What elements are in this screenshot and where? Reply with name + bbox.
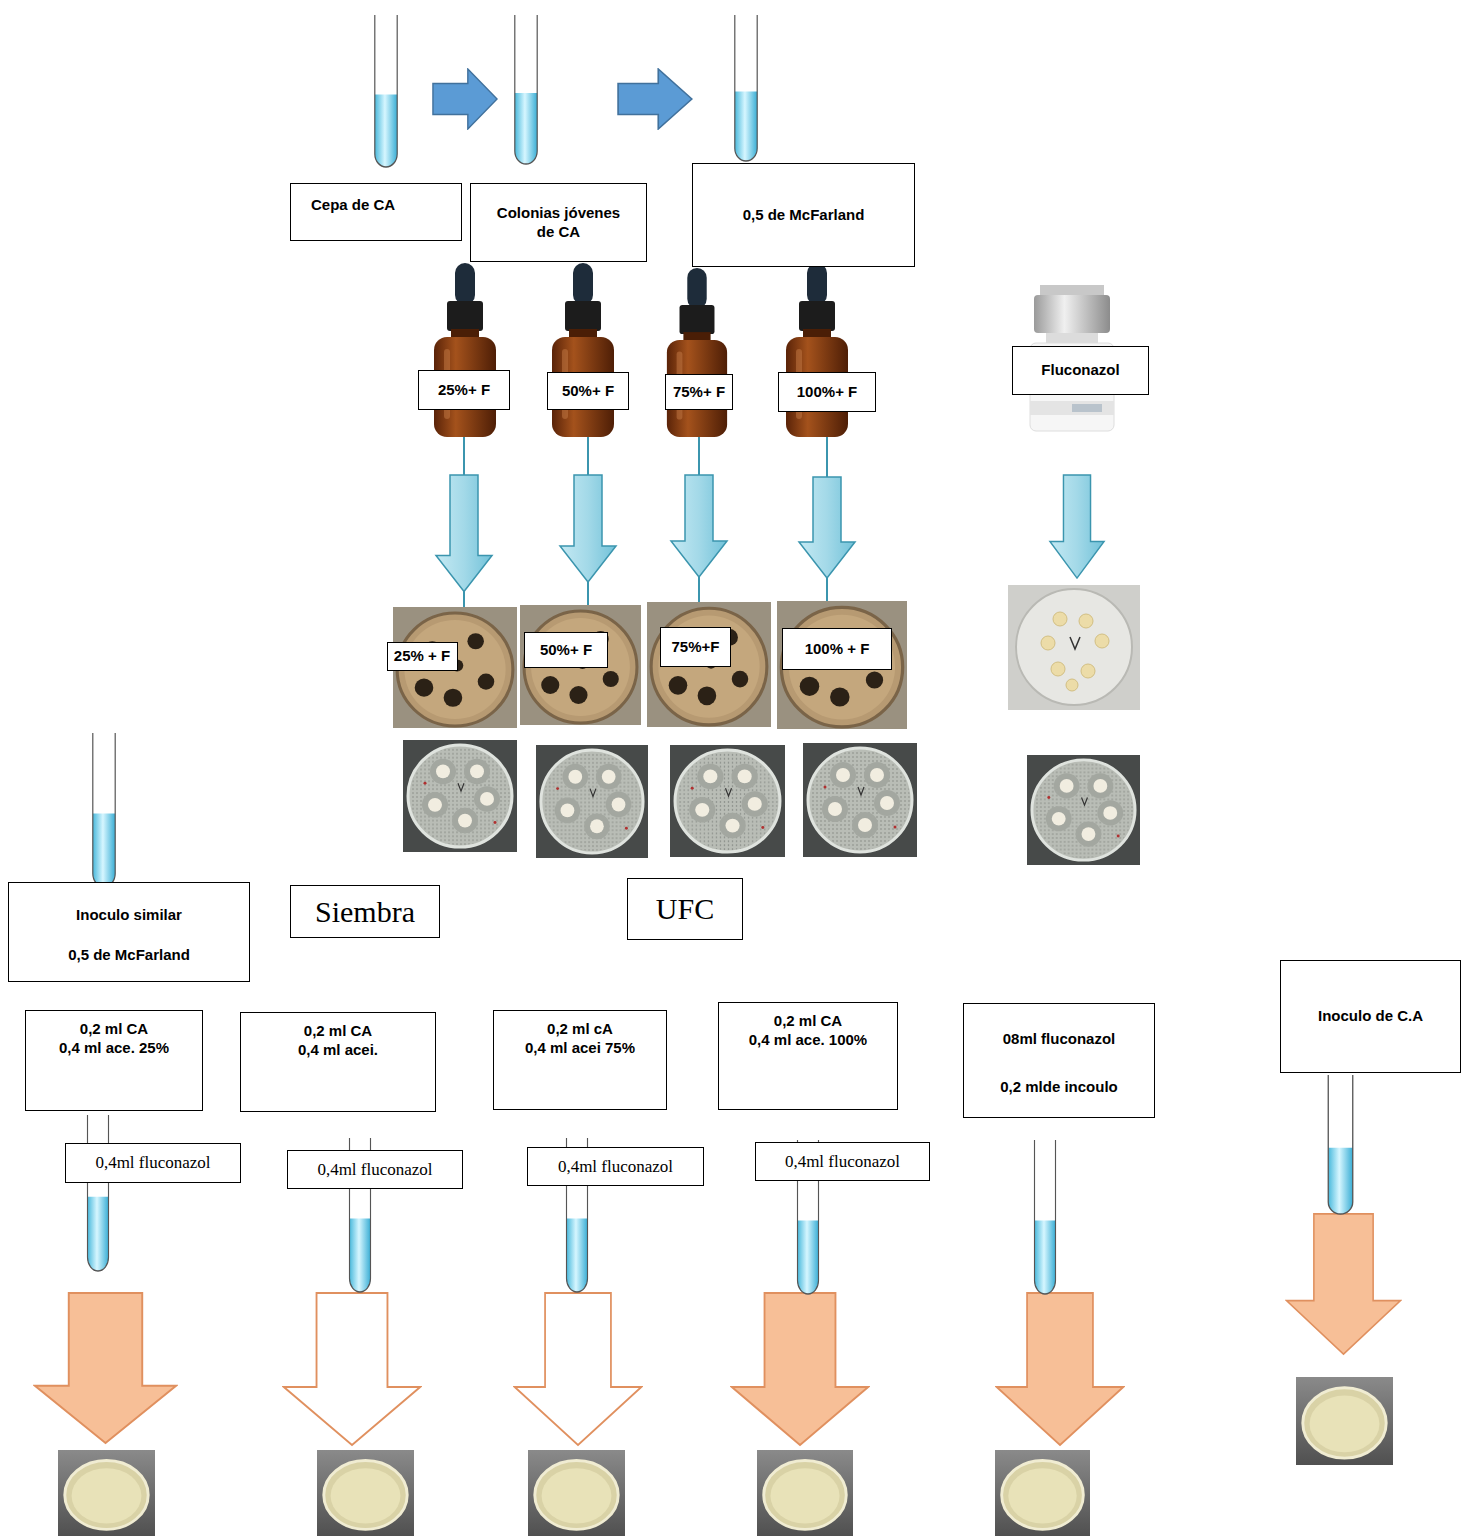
node-text: Siembra (315, 895, 415, 929)
node-text: Fluconazol (1041, 361, 1119, 380)
node-text: 0,2 ml cA (547, 1020, 613, 1039)
process-box: 0,2 ml CA0,4 ml ace. 25% (25, 1010, 203, 1111)
outline-arrow (284, 1293, 420, 1445)
blue-arrow (433, 69, 497, 129)
process-box: 50%+ F (524, 632, 608, 668)
node-text: 75%+F (672, 638, 720, 657)
down-arrow (1050, 475, 1104, 578)
node-text: 0,4ml fluconazol (317, 1160, 432, 1180)
node-text: UFC (656, 892, 714, 926)
node-text: Inoculo de C.A (1318, 1007, 1423, 1026)
dropper-bottle (434, 263, 496, 437)
process-box: UFC (627, 878, 743, 940)
node-text: 0,2 mlde incoulo (1000, 1078, 1118, 1097)
flow-arrow (436, 410, 492, 642)
node-text: 08ml fluconazol (1003, 1030, 1116, 1049)
process-box: Colonias jóvenes de CA (470, 183, 647, 262)
agar-plate-photo (757, 1450, 853, 1536)
node-text: Colonias jóvenes de CA (493, 204, 625, 242)
orange-arrow (1287, 1214, 1401, 1354)
test-tube (93, 733, 115, 887)
process-box: 0,5 de McFarland (692, 163, 915, 267)
test-tube (1328, 1075, 1353, 1214)
block-arrow (799, 477, 855, 578)
block-arrow (560, 475, 616, 582)
test-tube (515, 15, 537, 164)
node-text: 0,2 ml CA (80, 1020, 148, 1039)
block-arrow (671, 475, 727, 577)
node-text: 0,4 ml ace. 100% (749, 1031, 867, 1050)
node-text: 100%+ F (797, 383, 857, 402)
node-text: 25% + F (394, 647, 450, 666)
process-box: 75%+ F (665, 374, 733, 410)
process-box: Inoculo similar 0,5 de McFarland (8, 882, 250, 982)
node-text: 0,4ml fluconazol (785, 1152, 900, 1172)
process-box: Fluconazol (1012, 346, 1149, 395)
block-arrow (436, 475, 492, 592)
node-text: 100% + F (805, 640, 870, 659)
blue-arrow (618, 69, 692, 129)
node-text: 0,5 de McFarland (743, 206, 865, 225)
disc-plate-photo (1027, 755, 1140, 865)
process-box: 0,4ml fluconazol (527, 1147, 704, 1186)
node-text: 0,4 ml acei. (298, 1041, 378, 1060)
process-box: 25%+ F (418, 370, 510, 410)
dropper-bottle (667, 268, 727, 437)
process-box: 75%+F (660, 627, 731, 667)
node-text: 0,4ml fluconazol (558, 1157, 673, 1177)
process-box: Cepa de CA (290, 183, 462, 241)
process-box: 100% + F (782, 628, 892, 670)
node-text: 25%+ F (438, 381, 490, 400)
agar-plate-photo (317, 1450, 414, 1536)
flow-arrow (799, 412, 855, 628)
disc-plate-photo (803, 743, 917, 857)
test-tube (88, 1115, 109, 1271)
dropper-bottle (552, 263, 614, 437)
plate-photo (647, 602, 771, 727)
test-tube (375, 15, 397, 167)
node-text: 75%+ F (673, 383, 725, 402)
disc-plate-photo (670, 745, 785, 857)
test-tube (1035, 1140, 1056, 1294)
node-text: Inoculo similar (76, 906, 182, 925)
node-text: 0,4 ml ace. 25% (59, 1039, 169, 1058)
node-text: 50%+ F (540, 641, 592, 660)
process-box: 0,4ml fluconazol (755, 1142, 930, 1181)
disc-plate-photo (403, 740, 517, 852)
node-text: 0,4ml fluconazol (95, 1153, 210, 1173)
process-box: 25% + F (387, 642, 458, 671)
process-box: 100%+ F (778, 372, 876, 412)
outline-arrow (515, 1293, 642, 1445)
agar-plate-photo (528, 1450, 625, 1536)
process-box: 0,2 ml CA0,4 ml acei. (240, 1012, 436, 1112)
node-text: Cepa de CA (311, 196, 395, 215)
node-text: 0,2 ml CA (304, 1022, 372, 1041)
process-box: Inoculo de C.A (1280, 960, 1461, 1073)
agar-plate-photo (995, 1450, 1090, 1536)
disc-plate-photo (536, 745, 648, 858)
agar-plate-photo (58, 1450, 155, 1536)
process-box: 0,4ml fluconazol (65, 1143, 241, 1183)
process-box: 50%+ F (547, 372, 629, 410)
plate-photo (1008, 585, 1140, 710)
process-box: 0,2 ml CA0,4 ml ace. 100% (718, 1002, 898, 1110)
process-box: 0,2 ml cA0,4 ml acei 75% (493, 1010, 667, 1110)
process-box: Siembra (290, 885, 440, 938)
plate-photo (520, 605, 641, 725)
node-text: 0,4 ml acei 75% (525, 1039, 635, 1058)
orange-arrow (997, 1293, 1124, 1445)
node-text: 50%+ F (562, 382, 614, 401)
flow-arrow (560, 410, 616, 632)
test-tube (735, 15, 757, 161)
agar-plate-photo (1296, 1377, 1393, 1465)
plate-photo (777, 601, 907, 729)
orange-arrow (35, 1293, 176, 1443)
flow-arrow (671, 410, 727, 627)
process-box: 0,4ml fluconazol (287, 1150, 463, 1189)
node-text: 0,2 ml CA (774, 1012, 842, 1031)
process-box: 08ml fluconazol 0,2 mlde incoulo (963, 1003, 1155, 1118)
node-text: 0,5 de McFarland (68, 946, 190, 965)
orange-arrow (732, 1293, 868, 1445)
